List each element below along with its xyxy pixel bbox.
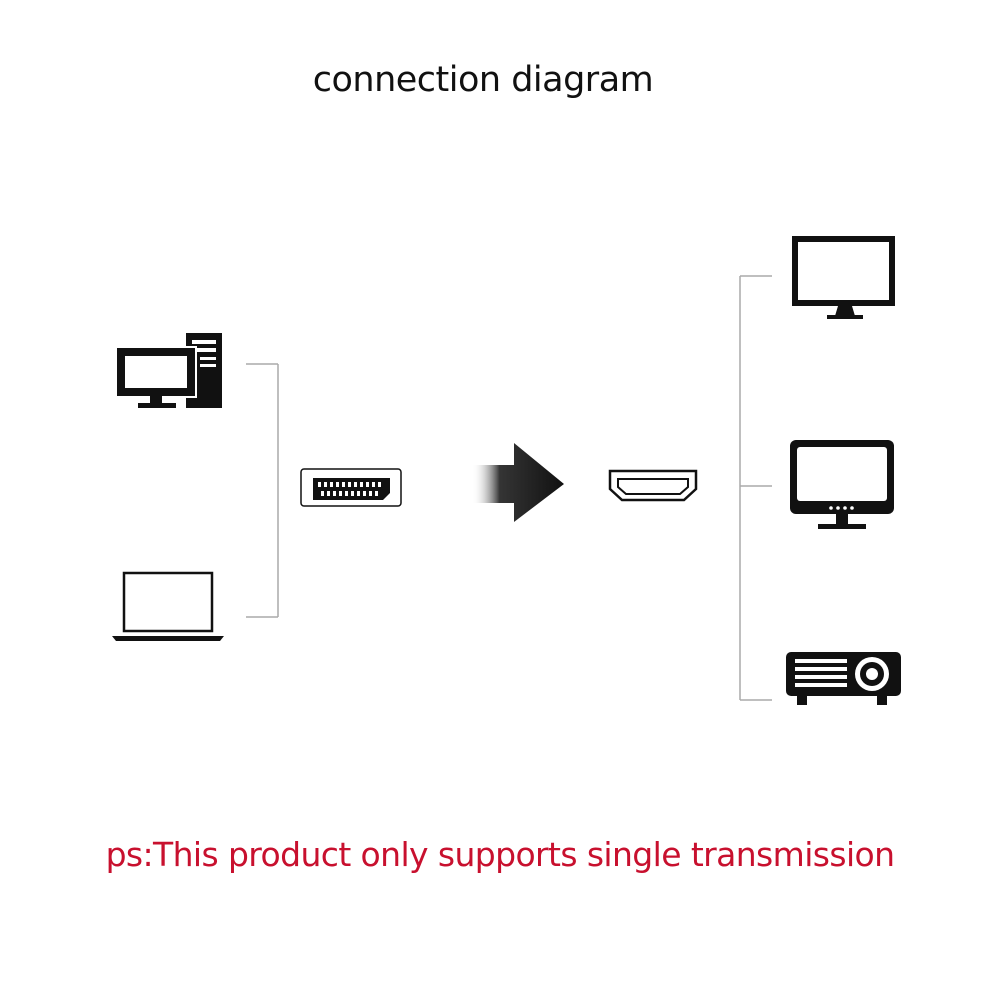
desktop-computer-icon [115, 333, 222, 408]
display-bracket [739, 275, 772, 701]
tv-icon [790, 440, 894, 529]
displayport-connector-icon [300, 468, 402, 507]
monitor-icon [792, 236, 895, 319]
transmission-note: ps:This product only supports single tra… [105, 835, 895, 874]
diagram-title: connection diagram [312, 60, 654, 100]
source-bracket [246, 363, 279, 618]
projector-icon [786, 652, 901, 705]
hdmi-connector-icon [608, 469, 698, 502]
arrow-right-icon [472, 443, 564, 522]
laptop-icon [112, 571, 224, 641]
